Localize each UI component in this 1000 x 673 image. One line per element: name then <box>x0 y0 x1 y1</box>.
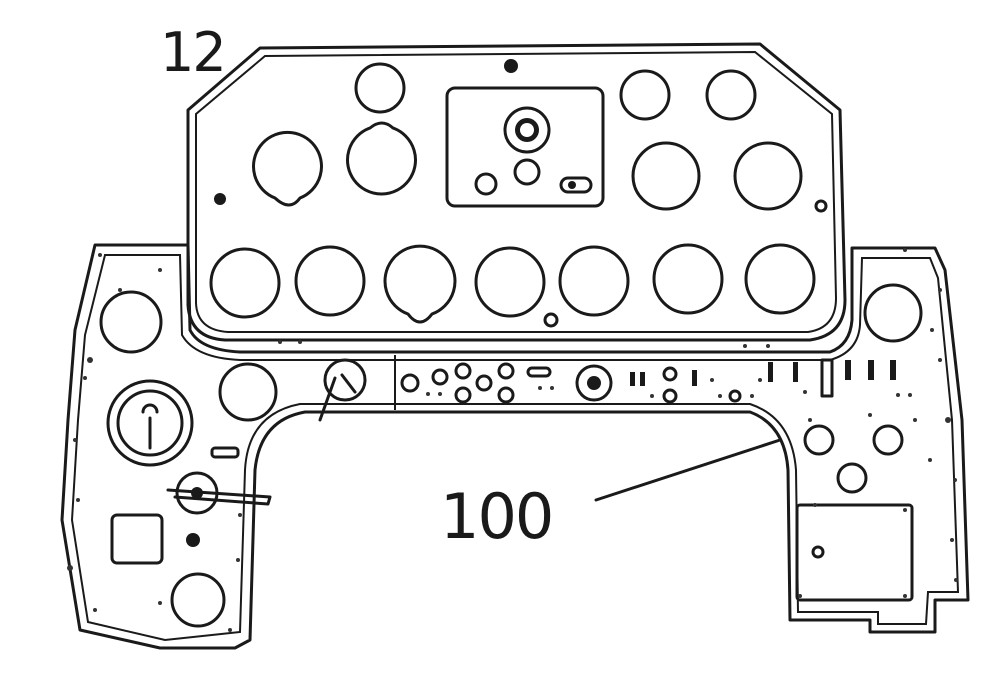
strip-rotary-dial <box>575 364 613 402</box>
upper-panel-screw-left <box>214 193 226 205</box>
upper-gauge-bottom-3 <box>383 244 457 324</box>
edge-rivets <box>67 248 958 632</box>
upper-gauge-top-right <box>705 69 757 121</box>
upper-gauge-bottom-7 <box>744 243 816 315</box>
left-large-dial-inner <box>116 389 184 457</box>
center-left-dial <box>474 172 498 196</box>
right-ring-3 <box>836 462 868 494</box>
upper-gauge-top-mid <box>619 69 671 121</box>
strip-selector-dial <box>323 358 367 402</box>
left-large-dial-outer <box>106 379 194 467</box>
left-gauge-mid <box>218 362 278 422</box>
strip-rivets <box>426 378 912 398</box>
strip-knob-2 <box>431 368 449 386</box>
lower-panel <box>60 243 970 650</box>
left-square-plate <box>110 513 164 565</box>
upper-gauge-top-left <box>354 62 406 114</box>
center-slot-knob <box>568 181 576 189</box>
right-plate-screw <box>811 545 825 559</box>
strip-toggle-group-2 <box>768 360 896 382</box>
upper-gauge-mid-far-right <box>733 141 803 211</box>
strip-knob-7 <box>497 386 515 404</box>
upper-gauge-bottom-1 <box>209 247 281 319</box>
strip-knob-3 <box>454 362 472 380</box>
strip-knob-4 <box>454 386 472 404</box>
upper-panel-screw-top <box>504 59 518 73</box>
left-knob <box>186 533 200 547</box>
upper-gauge-bottom-6 <box>652 243 724 315</box>
center-gauge-core <box>520 123 534 137</box>
strip-toggle-group-1 <box>630 370 697 386</box>
right-access-plate <box>795 503 914 602</box>
left-dial-key <box>141 403 159 450</box>
right-ring-1 <box>803 424 835 456</box>
left-instruments <box>99 290 278 628</box>
strip-knob-8 <box>662 366 678 382</box>
center-instrument-box <box>445 86 605 208</box>
upper-panel-outline <box>186 42 847 342</box>
lower-panel-outline <box>60 243 970 650</box>
upper-gauge-bottom-4 <box>474 246 546 318</box>
strip-knob-10 <box>728 389 742 403</box>
strip-vertical-gauge <box>820 358 834 398</box>
callout-label-12: 12 <box>160 21 227 84</box>
strip-knob-6 <box>497 362 515 380</box>
strip-knob-1 <box>400 373 420 393</box>
upper-panel-screw-right <box>814 199 828 213</box>
switch-strip <box>318 358 912 422</box>
strip-rotary-center <box>587 376 601 390</box>
upper-gauge-mid-right <box>631 141 701 211</box>
upper-gauge-bottom-5 <box>558 245 630 317</box>
callout-label-100: 100 <box>440 480 554 553</box>
center-slot-switch <box>559 176 593 194</box>
strip-knob-9 <box>662 388 678 404</box>
upper-panel <box>186 42 847 342</box>
leader-line-100 <box>594 438 782 502</box>
center-gauge <box>503 106 551 154</box>
upper-panel-screw-bottom <box>543 312 559 328</box>
right-ring-2 <box>872 424 904 456</box>
upper-gauge-mid-center-left <box>346 121 417 196</box>
left-lever-arm <box>166 488 272 506</box>
right-instruments <box>594 283 923 602</box>
left-gauge-bottom <box>170 572 226 628</box>
right-gauge-top <box>863 283 923 343</box>
lower-panel-inner-edge <box>70 254 960 642</box>
upper-gauge-bottom-2 <box>294 245 366 317</box>
left-small-slot <box>210 446 240 459</box>
upper-gauge-mid-left <box>252 130 323 207</box>
strip-slot-1 <box>526 366 552 378</box>
strip-selector-handle <box>318 373 357 422</box>
center-small-dial <box>513 158 541 186</box>
upper-panel-inner-edge <box>195 50 838 333</box>
left-lever-pivot <box>191 487 203 499</box>
left-gauge-top <box>99 290 163 354</box>
strip-knob-5 <box>475 374 493 392</box>
